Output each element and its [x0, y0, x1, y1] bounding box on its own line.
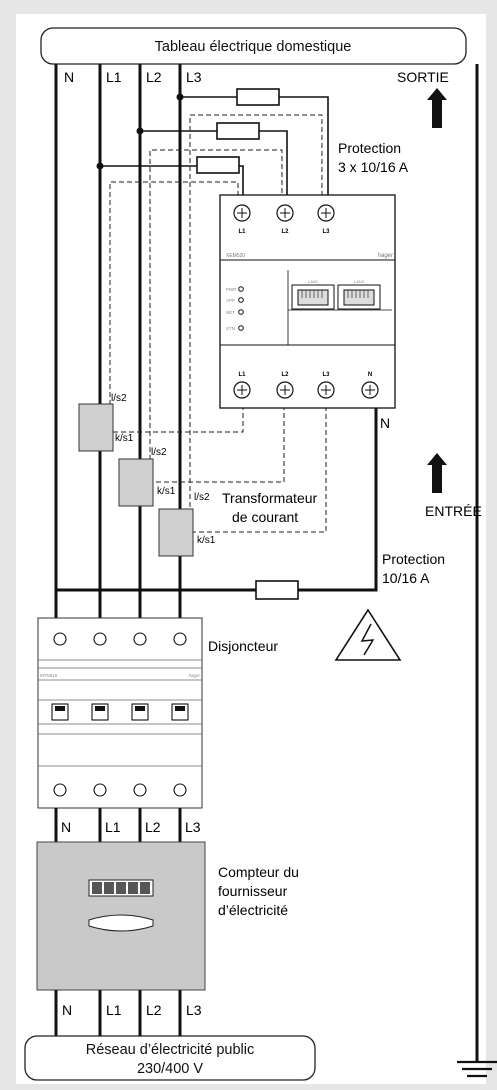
ct-l2 — [118, 458, 154, 507]
bus-lines-middle — [54, 808, 182, 842]
ct-l2-bottom-label: k/s1 — [157, 486, 176, 497]
meter-n-label: N — [380, 415, 390, 431]
ct-l1 — [78, 403, 114, 452]
label-l3-top: L3 — [186, 69, 202, 85]
label-l1-middle: L1 — [105, 819, 121, 835]
neutral-wire — [56, 408, 378, 592]
label-n-top: N — [64, 69, 74, 85]
lan2-label: LAN2 — [354, 279, 365, 284]
breaker-model: MTN616 — [40, 673, 58, 678]
top-title: Tableau électrique domestique — [155, 39, 352, 55]
meter-top-l1: L1 — [238, 229, 246, 235]
protection-top-line1: Protection — [338, 140, 401, 156]
energy-meter: XEM520 hager L1 L2 L3 PWR APP NET STN LA… — [219, 194, 396, 409]
meter-bottom-l1: L1 — [238, 372, 246, 378]
protection-bottom-line1: Protection — [382, 551, 445, 567]
bottom-title-line1: Réseau d’électricité public — [86, 1042, 254, 1058]
label-n-bottom: N — [62, 1002, 72, 1018]
compteur-line3: d’électricité — [218, 902, 288, 918]
disjoncteur-label: Disjoncteur — [208, 638, 278, 654]
compteur-line1: Compteur du — [218, 864, 299, 880]
fuse-l2 — [216, 122, 260, 140]
breaker-brand: hager — [188, 673, 200, 678]
led-net: NET — [226, 310, 235, 315]
transformer-line2: de courant — [232, 509, 298, 525]
compteur-line2: fournisseur — [218, 883, 288, 899]
label-l3-middle: L3 — [185, 819, 201, 835]
led-pwr: PWR — [226, 287, 237, 292]
ground-icon — [457, 1060, 497, 1078]
ct-l2-top-label: l/s2 — [151, 447, 167, 458]
meter-top-l2: L2 — [281, 229, 289, 235]
supplier-meter — [36, 841, 206, 991]
label-l1-top: L1 — [106, 69, 122, 85]
protection-top-line2: 3 x 10/16 A — [338, 159, 409, 175]
label-l3-bottom: L3 — [186, 1002, 202, 1018]
fuse-l1 — [196, 156, 240, 174]
entree-arrow-icon — [427, 453, 447, 493]
protection-bottom-line2: 10/16 A — [382, 570, 430, 586]
circuit-breaker: MTN616 hager — [37, 617, 203, 809]
transformer-line1: Transformateur — [222, 490, 318, 506]
ct-l3 — [158, 508, 194, 557]
led-stn: STN — [226, 326, 235, 331]
ct-l3-top-label: l/s2 — [194, 492, 210, 503]
lan1-label: LAN1 — [308, 279, 319, 284]
ct-l1-bottom-label: k/s1 — [115, 433, 134, 444]
high-voltage-warning-icon — [334, 608, 402, 661]
bottom-title-box — [24, 1035, 316, 1081]
supply-wires — [100, 96, 329, 200]
fuse-neutral — [255, 580, 299, 600]
label-l2-bottom: L2 — [146, 1002, 162, 1018]
label-l2-top: L2 — [146, 69, 162, 85]
bus-lines-bottom — [54, 990, 182, 1036]
top-title-box — [40, 27, 467, 65]
label-l1-bottom: L1 — [106, 1002, 122, 1018]
sortie-label: SORTIE — [397, 69, 449, 85]
meter-top-l3: L3 — [322, 229, 330, 235]
fuse-l3 — [236, 88, 280, 106]
meter-model: XEM520 — [226, 253, 245, 259]
meter-bottom-l2: L2 — [281, 372, 289, 378]
meter-bottom-n: N — [368, 372, 372, 378]
bottom-title-line2: 230/400 V — [137, 1061, 203, 1077]
label-l2-middle: L2 — [145, 819, 161, 835]
label-n-middle: N — [61, 819, 71, 835]
entree-label: ENTRÉE — [425, 503, 482, 519]
meter-brand: hager — [378, 253, 394, 259]
led-app: APP — [226, 298, 235, 303]
meter-bottom-l3: L3 — [322, 372, 330, 378]
ct-l3-bottom-label: k/s1 — [197, 535, 216, 546]
sortie-arrow-icon — [427, 88, 447, 128]
ct-l1-top-label: l/s2 — [111, 393, 127, 404]
